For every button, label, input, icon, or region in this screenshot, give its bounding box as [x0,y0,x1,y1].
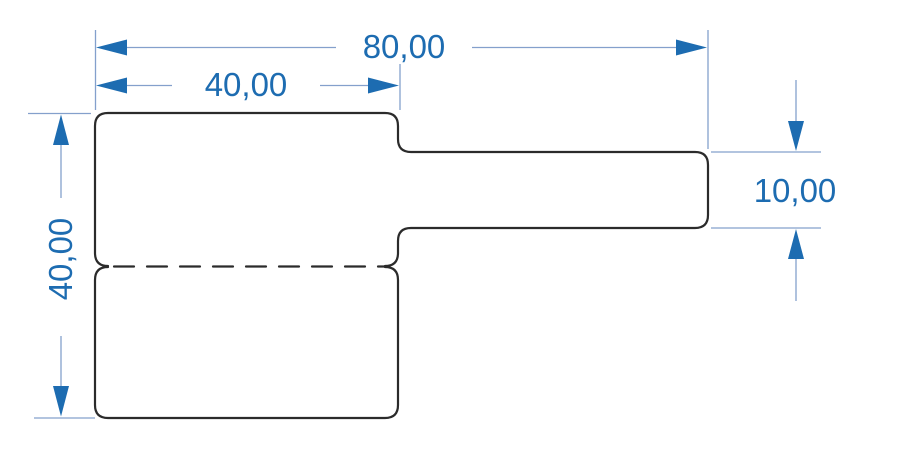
total-width-label: 80,00 [363,28,446,65]
dimension-labels: 80,00 40,00 40,00 10,00 [42,28,836,300]
arrow-down-icon [53,386,69,417]
body-width-label: 40,00 [205,66,288,103]
dimension-lines [28,30,821,419]
dimension-arrowheads [53,39,804,417]
arrow-left-icon [96,77,127,94]
arrow-left-icon [96,39,127,56]
arrow-up-icon [53,114,69,145]
arrow-up-icon [788,229,804,259]
tail-height-label: 10,00 [754,172,837,209]
body-height-label: 40,00 [42,218,79,301]
label-upper-part-outline [93,111,710,268]
arrow-right-icon [676,39,707,56]
arrow-right-icon [368,77,399,94]
label-lower-part-outline [93,265,400,420]
label-shape [93,111,710,420]
arrow-down-icon [788,121,804,151]
